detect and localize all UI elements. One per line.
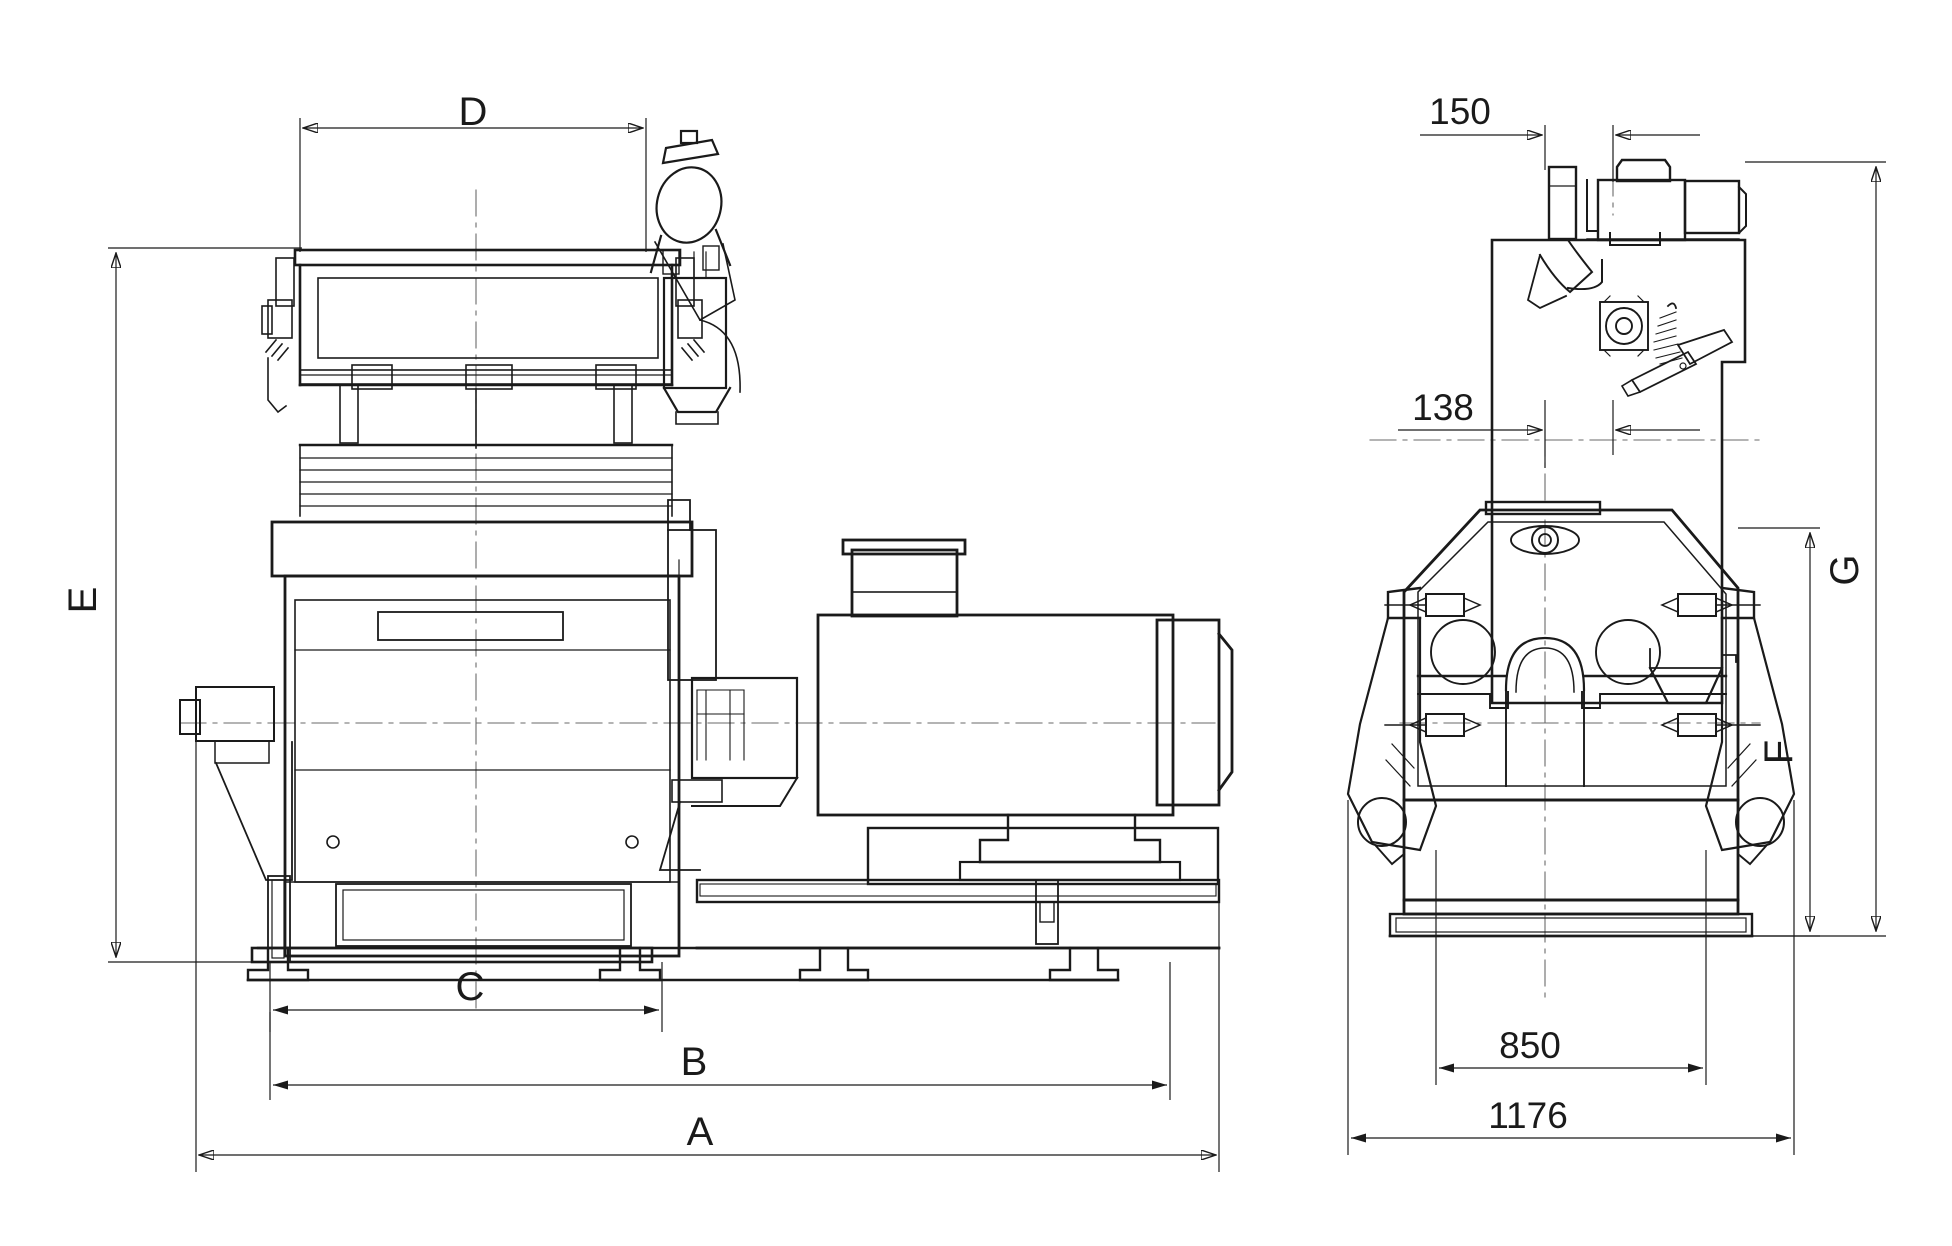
dimension-label-g: G bbox=[1823, 554, 1867, 585]
front-base-pedestal bbox=[1388, 798, 1754, 938]
dimension-label-c: C bbox=[456, 965, 485, 1009]
dimension-label-f: F bbox=[1757, 740, 1801, 764]
side-elevation-view bbox=[179, 129, 1234, 1011]
base-frame-feet bbox=[246, 946, 1221, 982]
chamber-left-latch bbox=[261, 257, 295, 414]
dimension-value-138: 138 bbox=[1412, 387, 1474, 428]
dimension-label-b: B bbox=[681, 1040, 708, 1084]
agitator-shaft bbox=[298, 364, 674, 449]
dimension-value-150: 150 bbox=[1429, 91, 1491, 132]
kneader-rotors bbox=[1416, 619, 1728, 787]
top-gear-motor bbox=[649, 129, 741, 425]
electric-motor bbox=[816, 538, 1234, 882]
tilt-arm-left bbox=[1346, 586, 1438, 866]
side-elevation-dimension-lines bbox=[108, 118, 1220, 1172]
hopper-ram-blade bbox=[1526, 238, 1603, 310]
dimension-label-a: A bbox=[687, 1110, 714, 1154]
trunnion-bearings-upper bbox=[1384, 593, 1761, 617]
front-elevation-view bbox=[1346, 158, 1796, 1001]
dimension-label-e: E bbox=[61, 587, 105, 614]
coupling-guard bbox=[658, 499, 799, 871]
dimension-value-850: 850 bbox=[1499, 1025, 1561, 1066]
hopper-gauge bbox=[1599, 295, 1649, 357]
tilt-arm-right bbox=[1704, 586, 1796, 866]
front-elevation-dimension-lines bbox=[1347, 125, 1886, 1155]
bellows-section bbox=[299, 444, 673, 517]
main-housing bbox=[270, 520, 694, 958]
hopper-body bbox=[1490, 238, 1747, 705]
dimension-label-d: D bbox=[459, 90, 488, 134]
hopper-lever bbox=[1620, 302, 1734, 397]
dimension-value-1176: 1176 bbox=[1488, 1095, 1568, 1136]
